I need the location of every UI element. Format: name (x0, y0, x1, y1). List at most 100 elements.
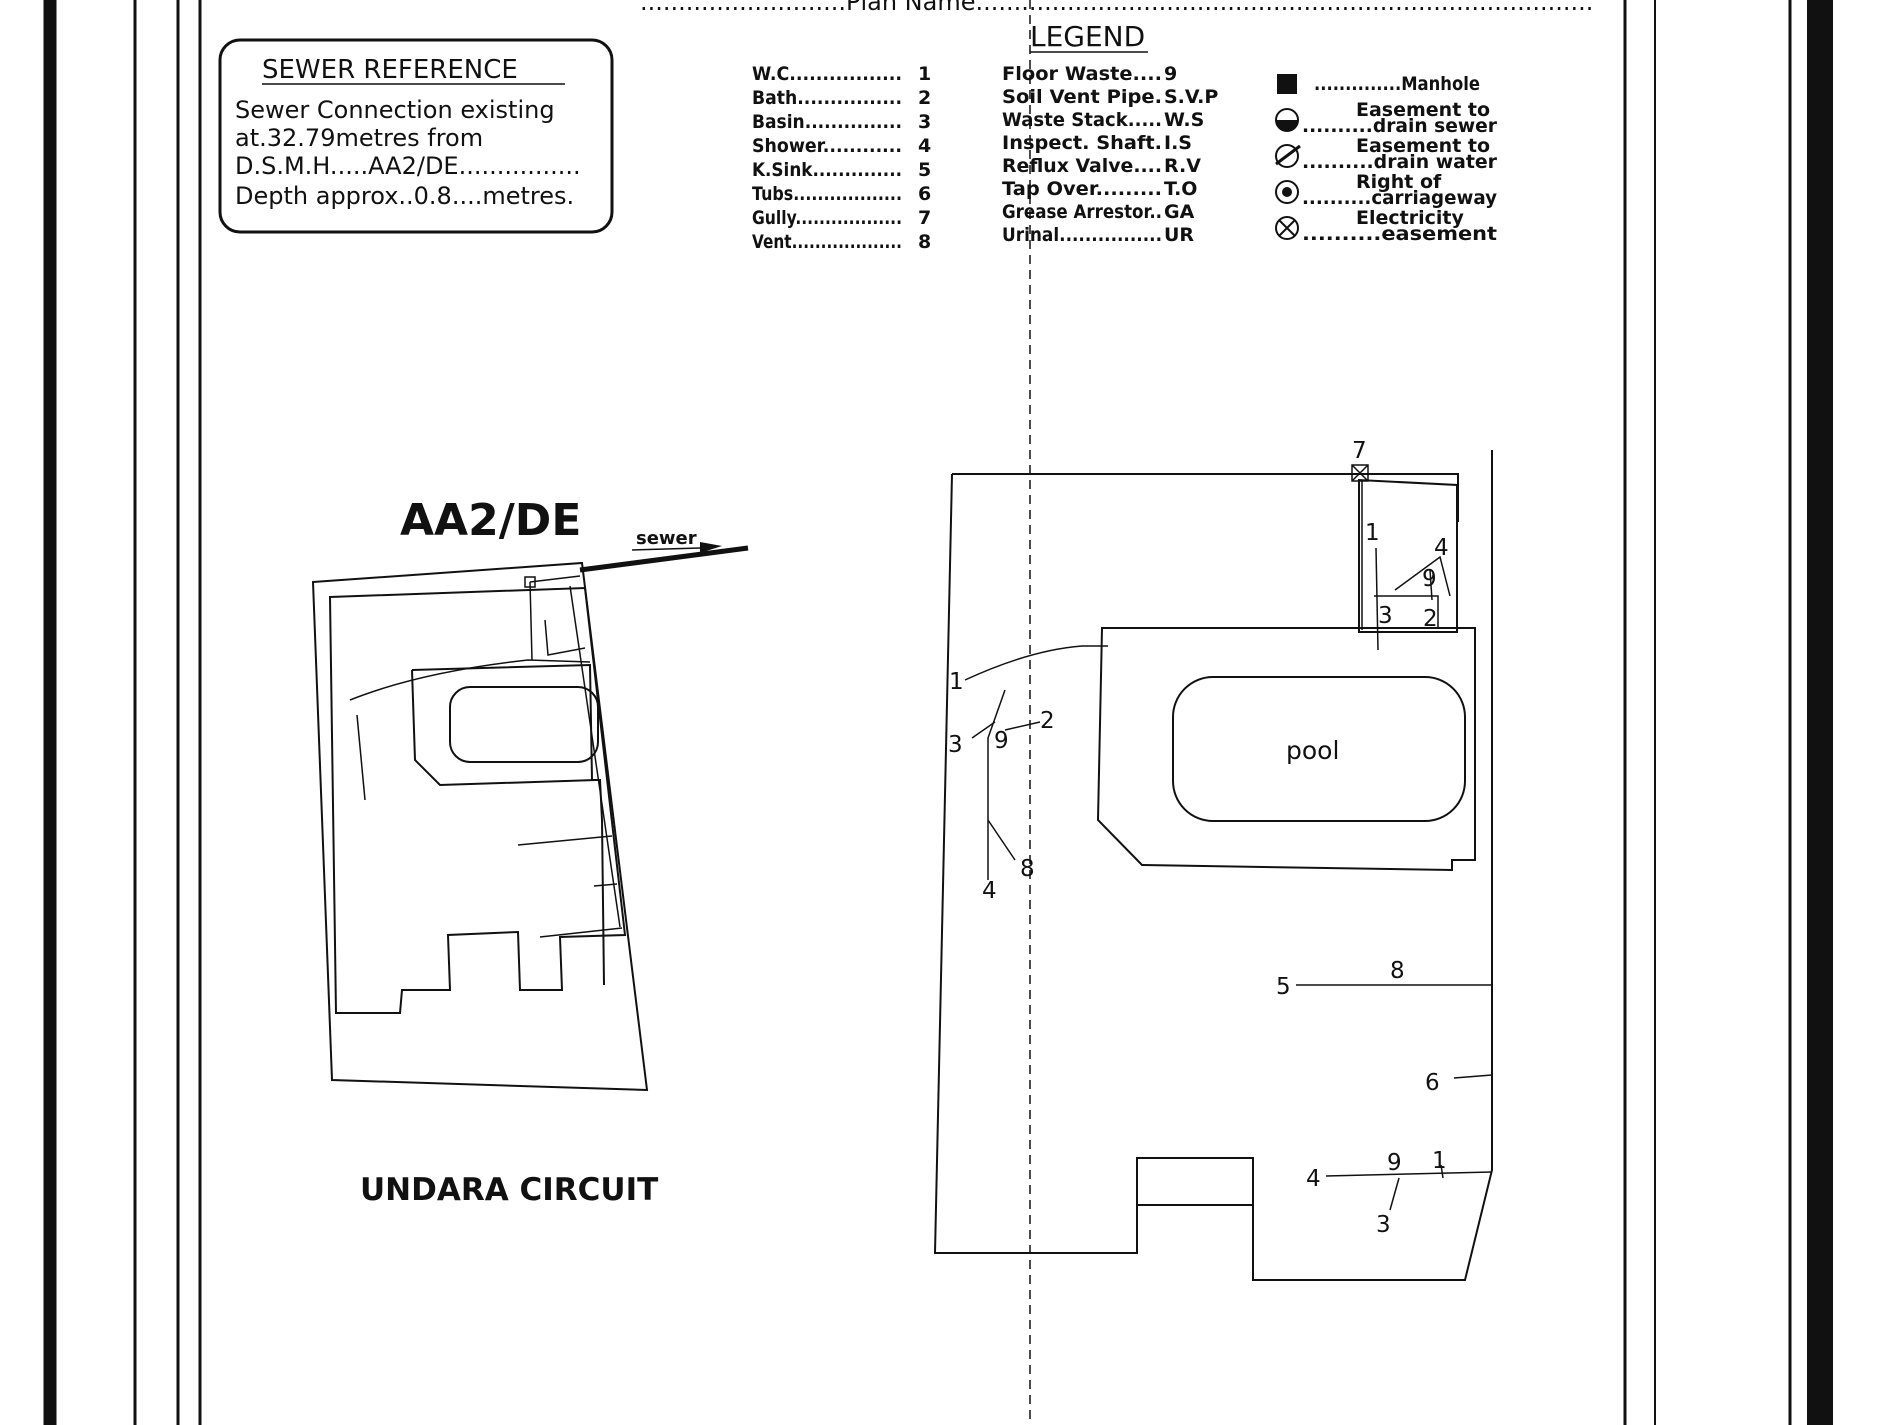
legend-symbol-label-2: ..........carriageway (1302, 187, 1498, 209)
label-floor-bottom: 9 (1387, 1150, 1402, 1176)
sewer-distance: 32.79 (267, 124, 336, 152)
street-name: UNDARA CIRCUIT (360, 1172, 658, 1208)
pool-label: pool (1286, 736, 1339, 765)
left-house-outline (328, 586, 627, 1014)
plan-name-line: ...........................Plan Name....… (640, 0, 1593, 16)
left-site-boundary (311, 561, 649, 1092)
legend-fitting-code: GA (1164, 201, 1195, 223)
legend-fixture-label: Bath................ (752, 87, 902, 109)
legend-symbol-label: Electricity (1356, 207, 1464, 229)
left-drain-main (569, 585, 621, 928)
left-drain-branch (356, 714, 366, 801)
manhole-icon (1277, 74, 1297, 94)
sewer-distance-line: at.32.79metres from (235, 124, 483, 152)
legend-symbol-label-2: ..........easement (1302, 223, 1497, 245)
label-tubs: 6 (1425, 1070, 1440, 1096)
legend: LEGEND W.C................. 1Bath........… (752, 20, 1498, 253)
legend-fitting-label: Tap Over......... (1002, 178, 1162, 200)
right-gully-icon (1351, 464, 1369, 482)
label-vent-mid: 8 (1390, 958, 1405, 984)
sewer-connection-line: Sewer Connection existing (235, 96, 555, 124)
legend-fixture-label: Vent................... (752, 231, 902, 253)
manhole-label: AA2/DE (400, 495, 581, 546)
label-floor-top: 9 (1422, 566, 1437, 592)
legend-fixture-code: 2 (918, 87, 931, 109)
label-gully-top: 7 (1352, 438, 1367, 464)
electricity-icon (1275, 216, 1299, 240)
legend-fixture-code: 4 (918, 135, 931, 157)
legend-fixture-label: K.Sink.............. (752, 159, 902, 181)
right-pool-deck (1096, 627, 1476, 872)
label-floor-left: 9 (994, 728, 1009, 754)
label-wc-bottom: 1 (1432, 1148, 1447, 1174)
label-wc-top: 1 (1365, 520, 1380, 546)
label-ksink: 5 (1276, 974, 1291, 1000)
label-bath-left: 2 (1040, 708, 1055, 734)
legend-fixture-code: 6 (918, 183, 931, 205)
legend-fixture-code: 7 (918, 207, 931, 229)
left-pool-deck (411, 669, 597, 787)
right-house-outline (933, 450, 1493, 1281)
legend-fitting-label: Urinal................ (1002, 224, 1162, 246)
drain-sewer-icon (1275, 108, 1299, 132)
label-shower-left: 4 (982, 878, 997, 904)
dsmh-line: D.S.M.H.....AA2/DE................ (235, 152, 581, 180)
legend-fitting-label: Reflux Valve.... (1002, 155, 1162, 177)
legend-fixture-code: 8 (918, 231, 931, 253)
legend-fitting-code: 9 (1164, 63, 1177, 85)
depth-value: 0.8 (414, 182, 452, 210)
legend-fixture-code: 1 (918, 63, 931, 85)
right-annex (1358, 478, 1458, 633)
legend-fixture-code: 3 (918, 111, 931, 133)
legend-column-fixtures: W.C................. 1Bath...............… (752, 63, 931, 253)
legend-title: LEGEND (1030, 20, 1145, 53)
left-drain-line-1 (349, 659, 591, 701)
legend-fitting-code: T.O (1164, 178, 1197, 200)
label-basin-top: 3 (1378, 603, 1393, 629)
legend-fitting-code: S.V.P (1164, 86, 1218, 108)
label-basin-left: 3 (948, 732, 963, 758)
sewer-reference-title: SEWER REFERENCE (262, 55, 518, 85)
legend-fitting-code: UR (1164, 224, 1194, 246)
depth-line: Depth approx..0.8....metres. (235, 182, 574, 210)
legend-fixture-label: Tubs.................. (752, 183, 902, 205)
dsmh-ref: AA2/DE (368, 152, 459, 180)
legend-fixture-label: W.C................. (752, 63, 902, 85)
legend-fitting-code: W.S (1164, 109, 1204, 131)
right-pool (1172, 676, 1466, 822)
legend-fitting-label: Grease Arrestor.. (1002, 201, 1162, 223)
label-wc-left: 1 (949, 669, 964, 695)
legend-fixture-code: 5 (918, 159, 931, 181)
legend-fixture-label: Basin............... (752, 111, 902, 133)
left-drain-riser (529, 581, 533, 661)
right-house-plan: pool 7 1 4 9 3 2 1 2 3 9 8 4 5 8 6 (933, 438, 1493, 1281)
left-site-plan: AA2/DE sewer UNDARA CIRCUIT (311, 495, 749, 1208)
sewer-reference-box: SEWER REFERENCE Sewer Connection existin… (218, 38, 614, 234)
legend-fitting-label: Soil Vent Pipe. (1002, 86, 1162, 108)
legend-fitting-label: Inspect. Shaft. (1002, 132, 1162, 154)
label-vent-left: 8 (1020, 856, 1035, 882)
drain-water-icon (1275, 144, 1301, 168)
legend-symbol-label: Easement to (1356, 135, 1490, 157)
left-pool (449, 686, 599, 763)
label-shower-top: 4 (1434, 535, 1449, 561)
legend-fitting-code: R.V (1164, 155, 1201, 177)
label-shower-bottom: 4 (1306, 1166, 1321, 1192)
sewer-arrow-icon (700, 542, 722, 553)
carriageway-icon (1275, 180, 1299, 204)
label-bath-top: 2 (1423, 606, 1438, 632)
legend-fitting-label: Waste Stack..... (1002, 109, 1162, 131)
legend-fitting-label: Floor Waste.... (1002, 63, 1162, 85)
legend-symbol-label: Easement to (1356, 99, 1490, 121)
legend-fitting-code: I.S (1164, 132, 1192, 154)
right-drain-run (964, 645, 1108, 681)
legend-fixture-label: Shower............ (752, 135, 902, 157)
left-drain-bend (544, 619, 586, 656)
sewer-main-line (579, 545, 749, 573)
legend-symbol-label: Right of (1356, 171, 1442, 193)
legend-symbol-label-2: ..........drain sewer (1302, 115, 1498, 137)
legend-symbol-label-2: ..........drain water (1302, 151, 1498, 173)
